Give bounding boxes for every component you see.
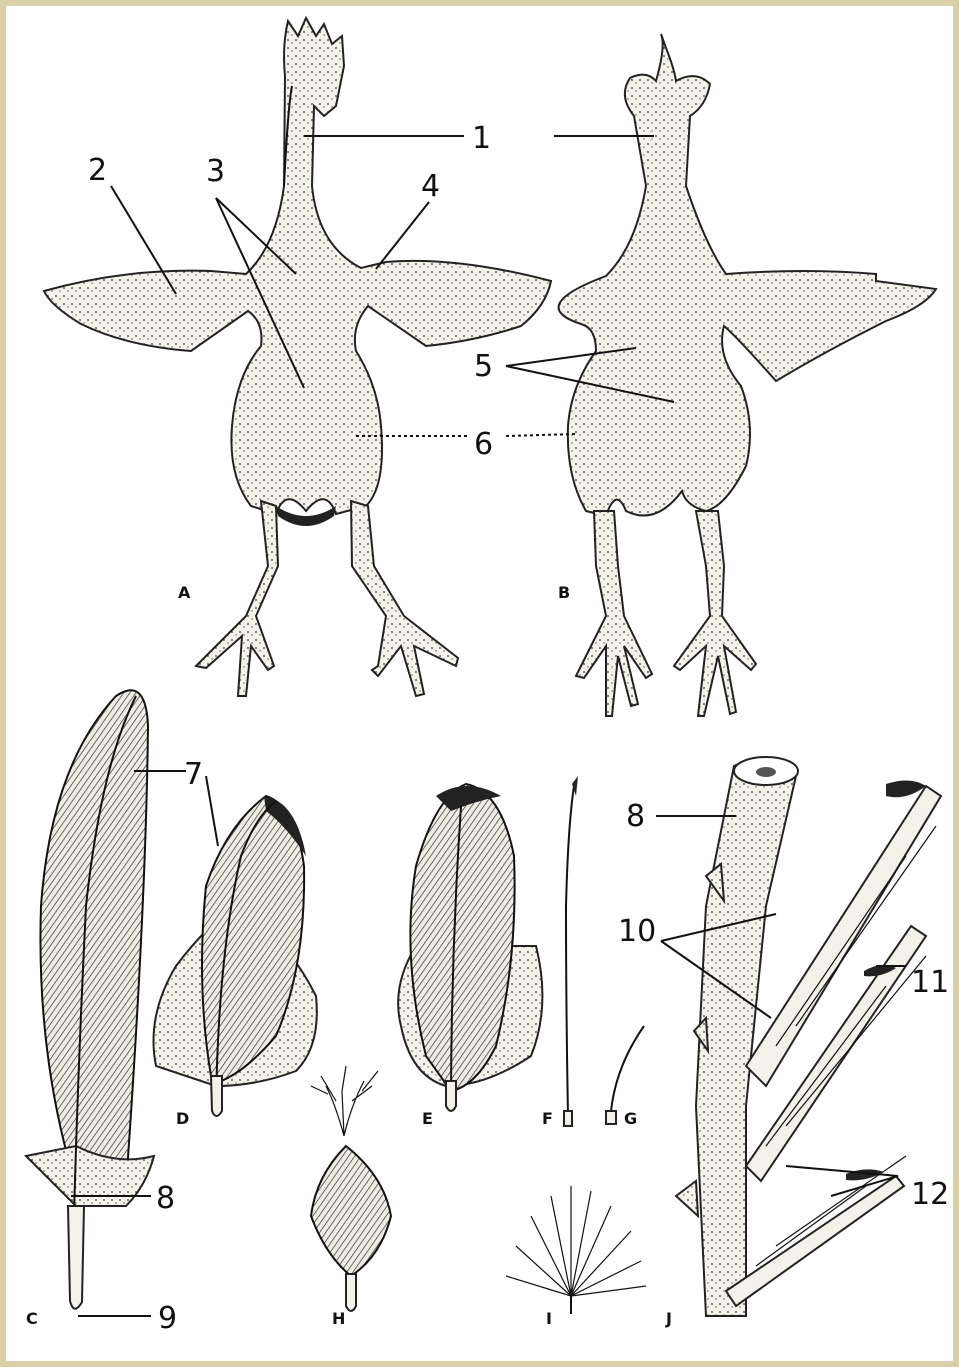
feather-e	[398, 784, 542, 1111]
panel-label-f: F	[542, 1109, 553, 1128]
panel-label-c: C	[26, 1309, 38, 1328]
label-10: 10	[618, 914, 656, 949]
feather-c	[26, 690, 154, 1308]
panel-label-j: J	[665, 1309, 672, 1328]
label-8-structure-j: 8	[626, 799, 645, 834]
label-9: 9	[158, 1301, 177, 1336]
label-1: 1	[472, 121, 491, 156]
label-2: 2	[88, 153, 107, 188]
feather-d	[154, 796, 317, 1116]
panel-label-h: H	[332, 1309, 345, 1328]
feather-f	[564, 776, 578, 1126]
label-12: 12	[911, 1177, 949, 1212]
label-6: 6	[474, 427, 493, 462]
panel-label-b: B	[558, 583, 570, 602]
panel-label-a: A	[178, 583, 191, 602]
feather-i	[506, 1186, 646, 1314]
feather-h	[311, 1066, 391, 1311]
label-4: 4	[421, 169, 440, 204]
panel-label-d: D	[176, 1109, 189, 1128]
label-3: 3	[206, 154, 225, 189]
label-8-feather-c: 8	[156, 1181, 175, 1216]
panel-label-g: G	[624, 1109, 637, 1128]
label-7: 7	[184, 757, 203, 792]
panel-label-i: I	[546, 1309, 552, 1328]
panel-label-e: E	[422, 1109, 433, 1128]
diagram-frame: 1 2 3 4 5 6 7 8 9 8 10 11 12 A B C D E F…	[6, 6, 953, 1361]
label-5: 5	[474, 349, 493, 384]
label-11: 11	[911, 965, 949, 1000]
bird-feather-diagram: 1 2 3 4 5 6 7 8 9 8 10 11 12 A B C D E F…	[6, 6, 953, 1361]
feather-structure-j	[676, 757, 941, 1316]
